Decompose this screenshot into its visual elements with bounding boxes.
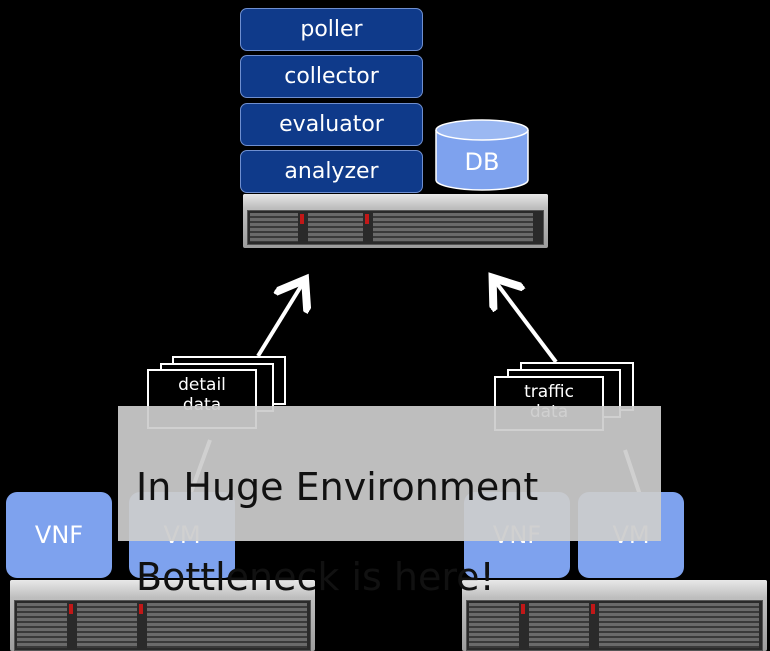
right-arrow bbox=[495, 281, 558, 364]
db-cylinder: DB bbox=[435, 119, 529, 191]
layer-analyzer: analyzer bbox=[240, 150, 423, 193]
banner-line2: Bottleneck is here! bbox=[136, 555, 495, 599]
left-vnf: VNF bbox=[6, 492, 112, 578]
layer-poller: poller bbox=[240, 8, 423, 51]
left-host-server bbox=[10, 580, 315, 651]
central-server bbox=[243, 194, 548, 248]
bottleneck-banner: In Huge Environment Bottleneck is here! bbox=[118, 406, 661, 599]
layer-collector: collector bbox=[240, 55, 423, 98]
left-arrow bbox=[256, 283, 303, 358]
db-label: DB bbox=[465, 148, 500, 176]
layer-evaluator: evaluator bbox=[240, 103, 423, 146]
banner-line1: In Huge Environment bbox=[136, 465, 539, 509]
